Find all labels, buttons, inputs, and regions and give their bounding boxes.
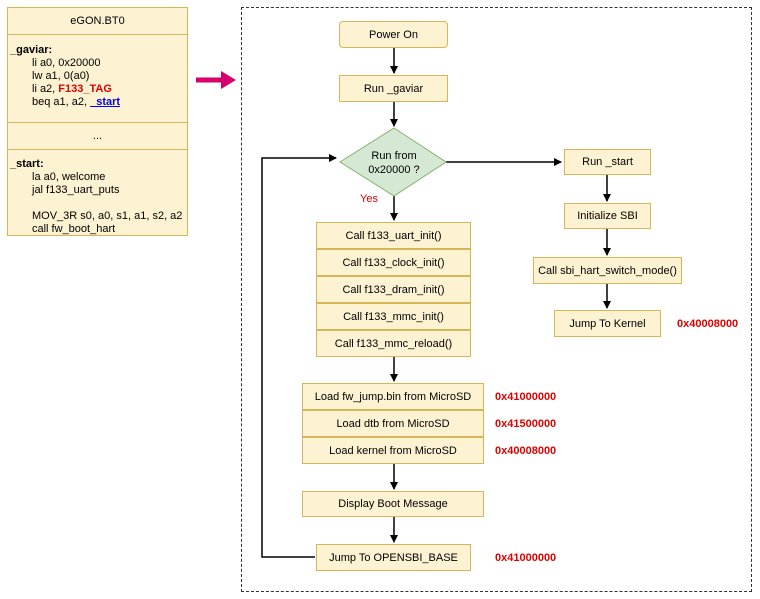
gaviar-section: _gaviar: li a0, 0x20000 lw a1, 0(a0) li … [8,34,187,122]
load-address: 0x40008000 [495,445,557,457]
code-panel-title: eGON.BT0 [70,15,125,27]
start-label: _start: [10,158,44,170]
pointer-arrow-icon [196,71,236,89]
code-line: MOV_3R s0, a0, s1, a1, s2, a2 [32,210,183,222]
f133-tag: F133_TAG [58,83,112,95]
display-boot-box: Display Boot Message [302,491,484,517]
load-step-box: Load dtb from MicroSD [302,410,484,437]
code-line: jal f133_uart_puts [32,184,120,196]
code-text: li a2, [32,83,59,95]
decision-diamond [339,127,447,197]
start-link[interactable]: _start [90,96,121,108]
code-text: beq a1, a2, [32,96,91,108]
code-line: lw a1, 0(a0) [32,70,90,82]
init-step-box: Call f133_clock_init() [316,249,471,276]
power-on-box: Power On [339,21,448,48]
decision-text: Run from 0x20000 ? [346,149,442,177]
decision-line: Run from [371,150,417,162]
init-step-box: Call f133_mmc_init() [316,303,471,330]
load-step-box: Load fw_jump.bin from MicroSD [302,383,484,410]
load-address: 0x41500000 [495,418,557,430]
code-line: li a0, 0x20000 [32,57,101,69]
code-line: li a2, F133_TAG [32,83,112,96]
loop-arrow [261,154,337,558]
flowchart-frame [241,7,752,592]
jump-opensbi-address: 0x41000000 [495,552,557,564]
code-line: beq a1, a2, _start [32,96,120,109]
init-step-box: Call f133_dram_init() [316,276,471,303]
hart-switch-box: Call sbi_hart_switch_mode() [533,257,682,284]
load-address: 0x41000000 [495,391,557,403]
code-line: la a0, welcome [32,171,106,183]
jump-opensbi-box: Jump To OPENSBI_BASE [316,544,471,571]
run-gaviar-box: Run _gaviar [339,75,448,102]
code-panel: eGON.BT0 _gaviar: li a0, 0x20000 lw a1, … [7,7,188,236]
initialize-sbi-box: Initialize SBI [564,203,651,229]
start-section: _start: la a0, welcome jal f133_uart_put… [8,149,187,237]
decision-line: 0x20000 ? [368,164,420,176]
load-step-box: Load kernel from MicroSD [302,437,484,464]
ellipsis-section: ... [8,122,187,149]
yes-label: Yes [360,193,378,205]
gaviar-label: _gaviar: [10,44,53,56]
jump-kernel-box: Jump To Kernel [554,310,661,337]
run-start-box: Run _start [564,149,651,175]
jump-kernel-address: 0x40008000 [677,318,739,330]
init-step-box: Call f133_mmc_reload() [316,330,471,357]
code-line: call fw_boot_hart [32,223,116,235]
ellipsis: ... [92,130,103,142]
init-step-box: Call f133_uart_init() [316,222,471,249]
